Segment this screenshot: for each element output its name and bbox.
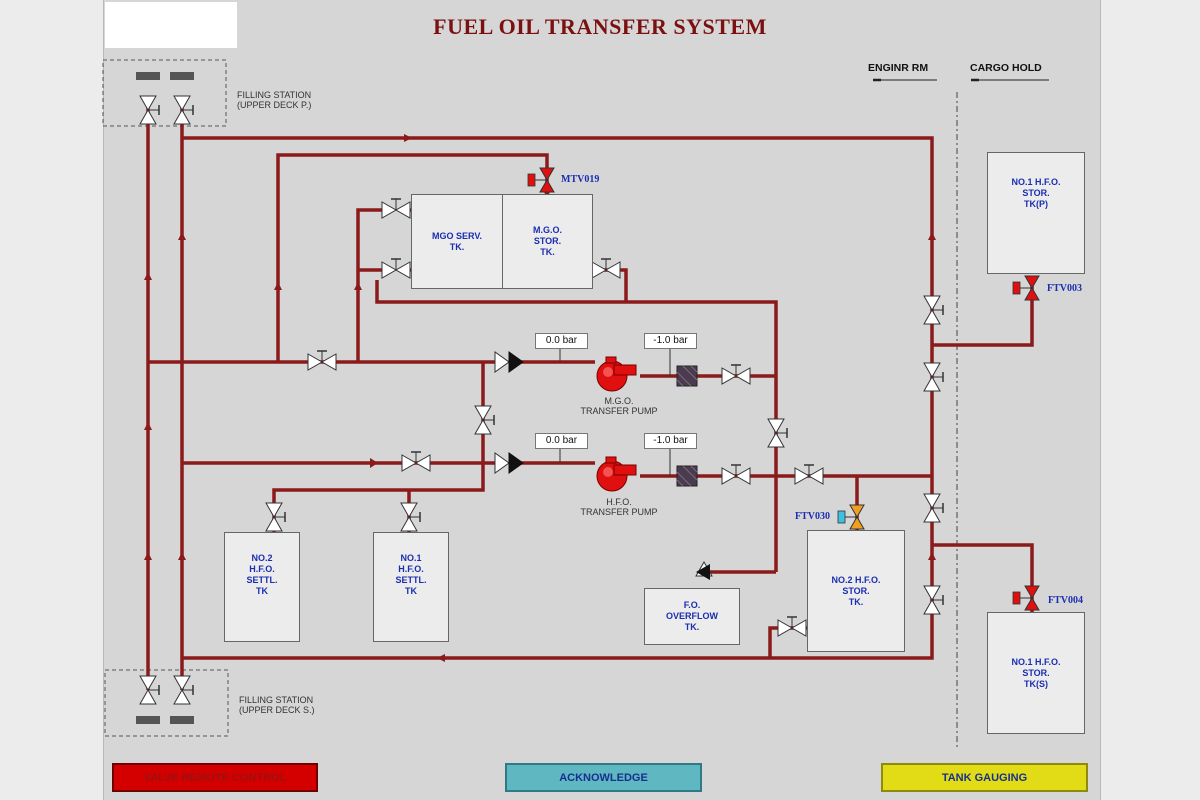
mgo-serv-tank[interactable]: MGO SERV. TK.	[411, 194, 503, 289]
no1-settl-valve[interactable]	[400, 502, 421, 532]
no2-settl-valve[interactable]	[265, 502, 286, 532]
hfo-discharge-valve[interactable]	[721, 464, 751, 485]
right-riser-valve-1[interactable]	[923, 295, 944, 325]
filling-station-port-box	[102, 59, 227, 127]
logo-area	[105, 2, 237, 48]
hfo-suction-pressure: -1.0 bar	[644, 433, 697, 449]
filling-station-stbd-label: FILLING STATION (UPPER DECK S.)	[239, 695, 315, 715]
filling-station-stbd-box	[104, 669, 229, 737]
area-divider	[873, 78, 1049, 750]
right-riser-valve-2[interactable]	[923, 362, 944, 392]
mgo-serv-outlet-valve[interactable]	[381, 258, 411, 279]
ftv003-valve[interactable]	[1012, 275, 1040, 301]
hfo-outlet-valve[interactable]	[794, 464, 824, 485]
mgo-line-valve[interactable]	[307, 350, 337, 371]
mgo-pump-icon[interactable]	[596, 356, 637, 392]
hfo-line-valve[interactable]	[401, 451, 431, 472]
hfo-filter-icon	[676, 465, 698, 487]
return-line-valve[interactable]	[767, 418, 788, 448]
fo-overflow-tank[interactable]: F.O. OVERFLOW TK.	[644, 588, 740, 645]
mgo-suction-pressure: -1.0 bar	[644, 333, 697, 349]
mgo-pump-label: M.G.O. TRANSFER PUMP	[580, 396, 658, 416]
hfo-discharge-pressure: 0.0 bar	[535, 433, 588, 449]
no1-hfo-stor-s-tank[interactable]: NO.1 H.F.O. STOR. TK(S)	[987, 612, 1085, 734]
mgo-discharge-valve[interactable]	[721, 364, 751, 385]
valve-stbd-1[interactable]	[139, 675, 160, 705]
ftv030-valve[interactable]	[837, 504, 865, 530]
valve-port-2[interactable]	[173, 95, 194, 125]
mgo-check-valve[interactable]	[494, 351, 524, 373]
hfo-pump-label: H.F.O. TRANSFER PUMP	[580, 497, 658, 517]
mgo-stor-tank[interactable]: M.G.O. STOR. TK.	[502, 194, 593, 289]
mgo-serv-inlet-valve[interactable]	[381, 198, 411, 219]
engine-room-label: ENGINR RM	[868, 62, 929, 74]
mtv019-tag: MTV019	[561, 174, 600, 185]
valve-port-1[interactable]	[139, 95, 160, 125]
mimic-panel	[103, 0, 1101, 800]
right-riser-valve-3[interactable]	[923, 493, 944, 523]
mgo-stor-outlet-valve[interactable]	[591, 258, 621, 279]
crossover-valve[interactable]	[474, 405, 495, 435]
no2-stor-bottom-valve[interactable]	[777, 616, 807, 637]
no1-hfo-stor-p-tank[interactable]: NO.1 H.F.O. STOR. TK(P)	[987, 152, 1085, 274]
valve-remote-control-button[interactable]: VALVE REMOTE CONTROL	[112, 763, 318, 792]
ftv003-tag: FTV003	[1047, 283, 1082, 294]
gauge-leaders	[559, 348, 671, 476]
hfo-check-valve[interactable]	[494, 452, 524, 474]
overflow-check	[695, 560, 713, 580]
ftv004-valve[interactable]	[1012, 585, 1040, 611]
filling-heads	[136, 72, 194, 724]
valve-stbd-2[interactable]	[173, 675, 194, 705]
cargo-hold-label: CARGO HOLD	[970, 62, 1042, 74]
ftv004-tag: FTV004	[1048, 595, 1083, 606]
hfo-pump-icon[interactable]	[596, 456, 637, 492]
mgo-discharge-pressure: 0.0 bar	[535, 333, 588, 349]
mtv019-valve[interactable]	[527, 167, 555, 193]
no1-hfo-settl-tank[interactable]: NO.1 H.F.O. SETTL. TK	[373, 532, 449, 642]
page-title: FUEL OIL TRANSFER SYSTEM	[433, 14, 767, 39]
filling-station-port-label: FILLING STATION (UPPER DECK P.)	[237, 90, 312, 110]
tank-gauging-button[interactable]: TANK GAUGING	[881, 763, 1088, 792]
acknowledge-button[interactable]: ACKNOWLEDGE	[505, 763, 702, 792]
ftv030-tag: FTV030	[795, 511, 830, 522]
mgo-filter-icon	[676, 365, 698, 387]
flow-arrows	[144, 134, 936, 662]
right-riser-valve-4[interactable]	[923, 585, 944, 615]
no2-hfo-settl-tank[interactable]: NO.2 H.F.O. SETTL. TK	[224, 532, 300, 642]
no2-hfo-stor-tank[interactable]: NO.2 H.F.O. STOR. TK.	[807, 530, 905, 652]
